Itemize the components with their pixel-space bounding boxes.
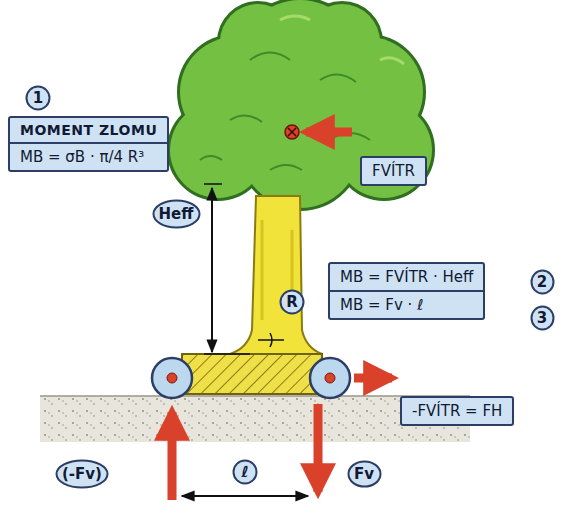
span-dimension xyxy=(182,495,308,497)
circle-text: Heff xyxy=(159,205,194,223)
box-text: FVÍTR xyxy=(362,158,425,184)
support-wheel xyxy=(152,358,192,398)
box-text: MOMENT ZLOMU xyxy=(10,118,167,142)
circle-text: (-Fv) xyxy=(62,465,102,483)
circle-shape xyxy=(27,87,50,110)
circle-text: 3 xyxy=(537,309,547,327)
force-label: Fv xyxy=(347,460,382,488)
circle-shape xyxy=(531,271,553,294)
dimension-tick xyxy=(204,353,250,355)
force-label: -FVÍTR = FH xyxy=(400,396,514,426)
circle-shape xyxy=(281,291,304,314)
dimension-label: Heff xyxy=(152,199,201,229)
tree-trunk xyxy=(230,196,322,354)
dimension-label: R xyxy=(279,289,305,315)
formula-box: MOMENT ZLOMUMB = σB · π/4 R³ xyxy=(8,116,169,172)
box-text: MB = Fv · ℓ xyxy=(330,290,483,318)
radius-line xyxy=(258,339,284,341)
support-wheel xyxy=(310,358,350,398)
circle-text: 1 xyxy=(33,89,43,107)
circle-text: R xyxy=(286,293,298,311)
circle-shape xyxy=(348,462,380,487)
circle-shape xyxy=(234,461,257,484)
dimension-label: ℓ xyxy=(232,459,258,485)
vertical-force-arrow xyxy=(168,412,177,500)
circle-shape xyxy=(153,201,199,228)
dimension-tick xyxy=(204,183,222,185)
callout-number: 1 xyxy=(25,85,51,111)
box-text: MB = σB · π/4 R³ xyxy=(10,142,167,170)
vertical-force-arrow xyxy=(314,404,323,492)
circle-shape xyxy=(531,307,553,330)
height-dimension xyxy=(211,188,213,352)
tree-crown xyxy=(170,0,432,208)
force-label: (-Fv) xyxy=(55,459,109,489)
box-text: -FVÍTR = FH xyxy=(402,398,512,424)
radius-arc xyxy=(270,333,272,347)
formula-box: MB = FVÍTR · HeffMB = Fv · ℓ xyxy=(328,262,485,320)
circle-text: ℓ xyxy=(241,463,248,481)
circle-text: Fv xyxy=(354,465,374,483)
wind-force-arrow xyxy=(306,128,352,137)
circle-text: 2 xyxy=(537,273,547,291)
force-point xyxy=(285,125,299,139)
circle-shape xyxy=(57,461,108,488)
callout-number: 3 xyxy=(530,305,555,331)
root-plate xyxy=(182,354,322,394)
horizontal-force-arrow xyxy=(354,374,392,383)
callout-number: 2 xyxy=(530,269,555,295)
force-label: FVÍTR xyxy=(360,156,427,186)
box-text: MB = FVÍTR · Heff xyxy=(330,264,483,290)
